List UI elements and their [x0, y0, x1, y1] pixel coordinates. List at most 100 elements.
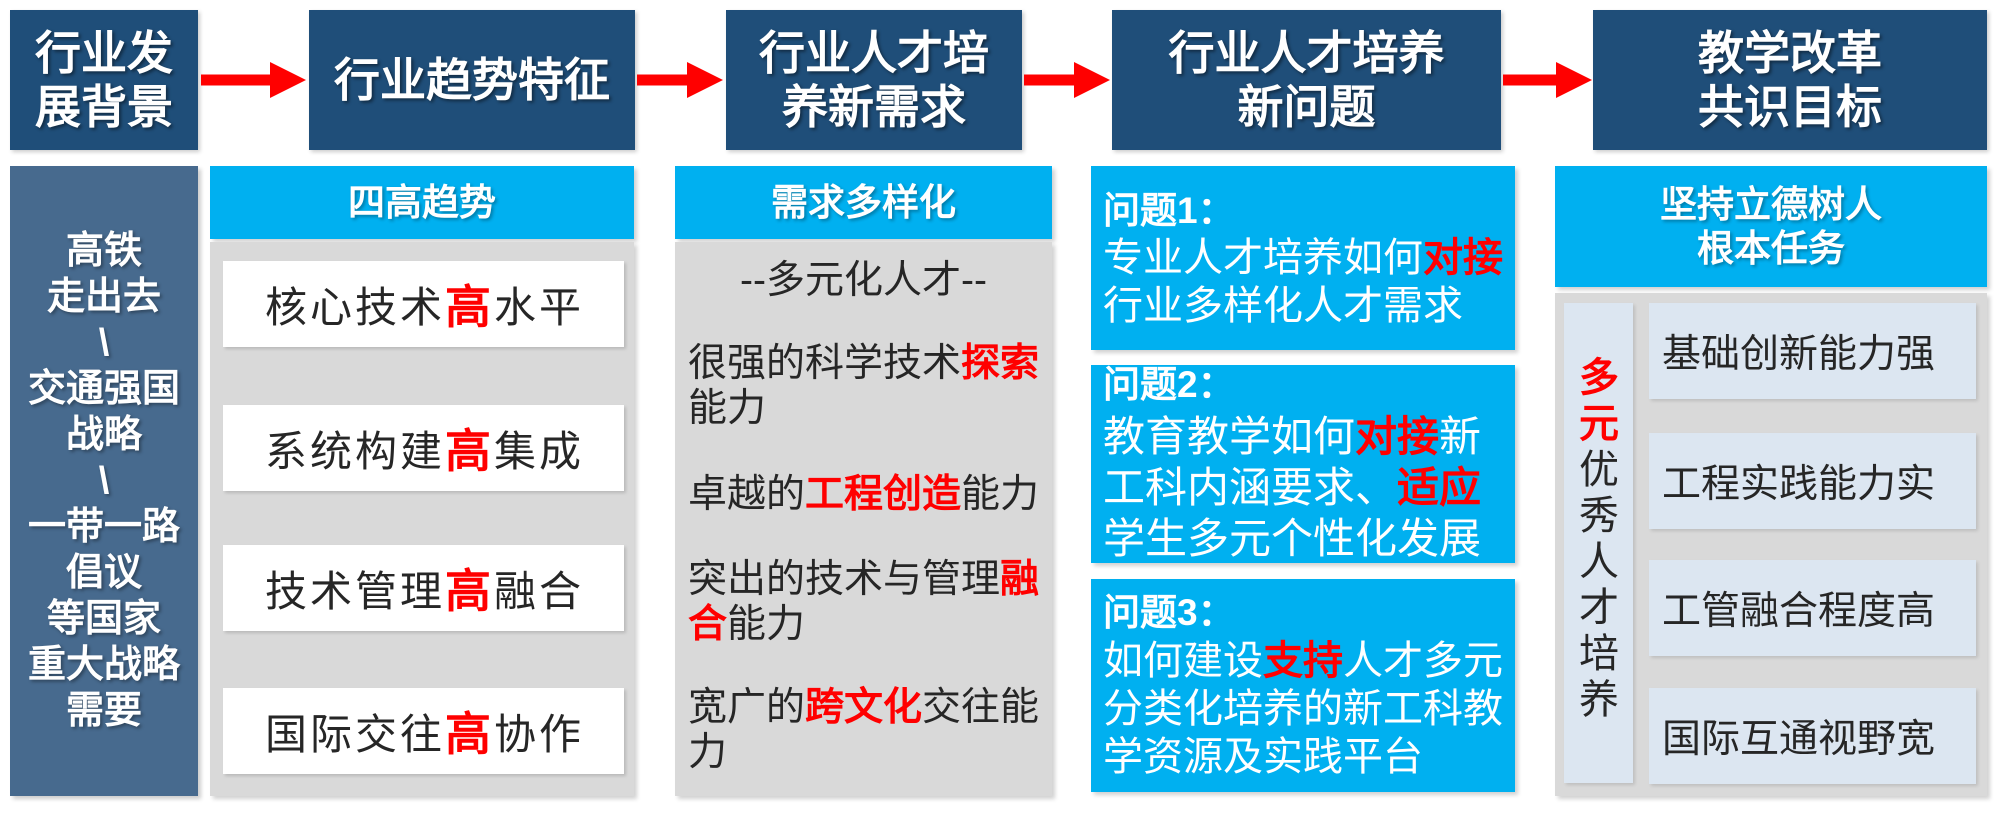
- goal-card: 工程实践能力实: [1649, 433, 1976, 529]
- problem-label: 问题2：: [1103, 364, 1235, 405]
- problem-card-3: 问题3： 如何建设支持人才多元 分类化培养的新工科教 学资源及实践平台: [1091, 579, 1515, 792]
- trend-text: 协作: [494, 710, 585, 758]
- background-line: 重大战略: [27, 644, 180, 686]
- demand-emphasis: 跨文化: [805, 686, 923, 729]
- trend-emphasis: 高: [445, 708, 495, 760]
- problem-line: 行业多样化人才需求: [1103, 282, 1515, 330]
- trend-text: 国际交往: [265, 710, 446, 758]
- talent-text: 优秀人才培养: [1579, 448, 1619, 722]
- stage-title-line: 展背景: [35, 81, 173, 133]
- problem-text: 学生多元个性化发展: [1103, 515, 1482, 562]
- trends-title: 四高趋势: [348, 181, 496, 223]
- trend-emphasis: 高: [445, 565, 495, 617]
- demand-line: 很强的科学技术探索: [688, 341, 1050, 386]
- stage-title-line: 行业趋势特征: [334, 54, 610, 106]
- trends-panel: 核心技术高水平 系统构建高集成 技术管理高融合 国际交往高协作: [210, 242, 634, 796]
- stage-title-line: 共识目标: [1698, 81, 1882, 133]
- goals-title-line: 坚持立德树人: [1660, 183, 1882, 225]
- demand-text: 卓越的: [688, 473, 806, 516]
- background-line: 等国家: [46, 598, 161, 640]
- demand-text: 能力: [688, 387, 767, 430]
- demand-item: 突出的技术与管理融 合能力: [688, 557, 1050, 647]
- demand-item: 卓越的工程创造能力: [688, 472, 1050, 517]
- flow-arrow-icon: [637, 62, 723, 98]
- stage-talent-new-problems: 行业人才培养 新问题: [1112, 10, 1501, 150]
- flow-arrow-icon: [201, 62, 306, 98]
- goals-panel: 多元优秀人才培养 基础创新能力强 工程实践能力实 工管融合程度高 国际互通视野宽: [1555, 293, 1987, 796]
- goal-card: 国际互通视野宽: [1649, 688, 1976, 784]
- talent-vertical-text: 多元优秀人才培养: [1576, 355, 1622, 723]
- stage-reform-goals: 教学改革 共识目标: [1593, 10, 1987, 150]
- demand-line: 突出的技术与管理融: [688, 557, 1050, 602]
- demand-item: 宽广的跨文化交往能 力: [688, 685, 1050, 775]
- stage-talent-new-demand: 行业人才培 养新需求: [726, 10, 1022, 150]
- background-line: \: [98, 460, 110, 502]
- problem-text: 人才多元: [1343, 639, 1503, 683]
- goal-text: 国际互通视野宽: [1662, 718, 1936, 761]
- problem-text: 工科内涵要求、: [1103, 464, 1398, 511]
- problem-text: 如何建设: [1103, 639, 1263, 683]
- demand-text: 交往能: [922, 686, 1040, 729]
- demand-emphasis: 合: [688, 603, 728, 646]
- problem-line: 专业人才培养如何对接: [1103, 234, 1515, 282]
- demand-line: 力: [688, 730, 1050, 775]
- problem-line: 分类化培养的新工科教: [1103, 685, 1515, 733]
- demand-item: 很强的科学技术探索 能力: [688, 341, 1050, 431]
- background-line: 倡议: [65, 552, 142, 594]
- goal-text: 工程实践能力实: [1662, 463, 1936, 506]
- background-line: 需要: [65, 690, 142, 732]
- flow-arrow-icon: [1503, 62, 1592, 98]
- demand-header: 需求多样化: [675, 166, 1052, 239]
- trend-card: 国际交往高协作: [223, 688, 624, 774]
- trend-card: 技术管理高融合: [223, 545, 624, 631]
- trend-text: 水平: [494, 283, 585, 331]
- demand-title: 需求多样化: [771, 181, 956, 223]
- goals-title-line: 根本任务: [1697, 227, 1845, 269]
- problem-text: 行业多样化人才需求: [1103, 284, 1463, 328]
- problem-text: 专业人才培养如何: [1103, 236, 1423, 280]
- demand-text: 能力: [961, 473, 1040, 516]
- goal-card: 工管融合程度高: [1649, 560, 1976, 656]
- background-line: 交通强国: [27, 368, 180, 410]
- trend-emphasis: 高: [445, 425, 495, 477]
- trend-card: 核心技术高水平: [223, 261, 624, 347]
- problem-card-1: 问题1： 专业人才培养如何对接 行业多样化人才需求: [1091, 166, 1515, 350]
- stage-industry-background: 行业发 展背景: [10, 10, 198, 150]
- trend-text: 技术管理: [265, 567, 446, 615]
- flow-arrow-icon: [1024, 62, 1110, 98]
- problem-emphasis: 对接: [1423, 236, 1503, 280]
- stage-title-line: 新问题: [1237, 81, 1376, 133]
- demand-line: 卓越的工程创造能力: [688, 472, 1050, 517]
- demand-subtitle: --多元化人才--: [740, 259, 987, 302]
- background-line: 走出去: [46, 276, 161, 318]
- goal-card: 基础创新能力强: [1649, 303, 1976, 399]
- stage-title-line: 行业人才培: [759, 27, 989, 79]
- stage-title-line: 行业发: [35, 27, 173, 79]
- problem-line: 教育教学如何对接新: [1103, 411, 1515, 462]
- problem-text: 教育教学如何: [1103, 413, 1356, 460]
- talent-emphasis: 多元: [1579, 356, 1619, 446]
- goal-text: 工管融合程度高: [1662, 590, 1936, 633]
- background-line: 战略: [65, 414, 142, 456]
- trends-header: 四高趋势: [210, 166, 634, 239]
- problem-line: 学资源及实践平台: [1103, 733, 1515, 781]
- demand-emphasis: 工程创造: [805, 473, 962, 516]
- demand-text: 能力: [727, 603, 806, 646]
- demand-panel: --多元化人才-- 很强的科学技术探索 能力 卓越的工程创造能力 突出的技术与管…: [675, 242, 1052, 796]
- problem-line: 如何建设支持人才多元: [1103, 637, 1515, 685]
- trend-text: 集成: [494, 427, 585, 475]
- background-column: 高铁 走出去 \ 交通强国 战略 \ 一带一路 倡议 等国家 重大战略 需要: [10, 166, 198, 796]
- problem-text: 新: [1439, 413, 1482, 460]
- problem-label: 问题1：: [1103, 190, 1235, 231]
- problem-line: 工科内涵要求、适应: [1103, 462, 1515, 513]
- stage-title-line: 行业人才培养: [1168, 27, 1445, 79]
- background-line: 高铁: [65, 230, 142, 272]
- problem-card-2: 问题2： 教育教学如何对接新 工科内涵要求、适应 学生多元个性化发展: [1091, 365, 1515, 563]
- demand-emphasis: 融: [1000, 558, 1040, 601]
- trend-text: 核心技术: [265, 283, 446, 331]
- trend-card: 系统构建高集成: [223, 405, 624, 491]
- demand-text: 很强的科学技术: [688, 342, 962, 385]
- demand-text: 突出的技术与管理: [688, 558, 1001, 601]
- problem-text: 学资源及实践平台: [1103, 735, 1423, 779]
- problem-line: 学生多元个性化发展: [1103, 513, 1515, 564]
